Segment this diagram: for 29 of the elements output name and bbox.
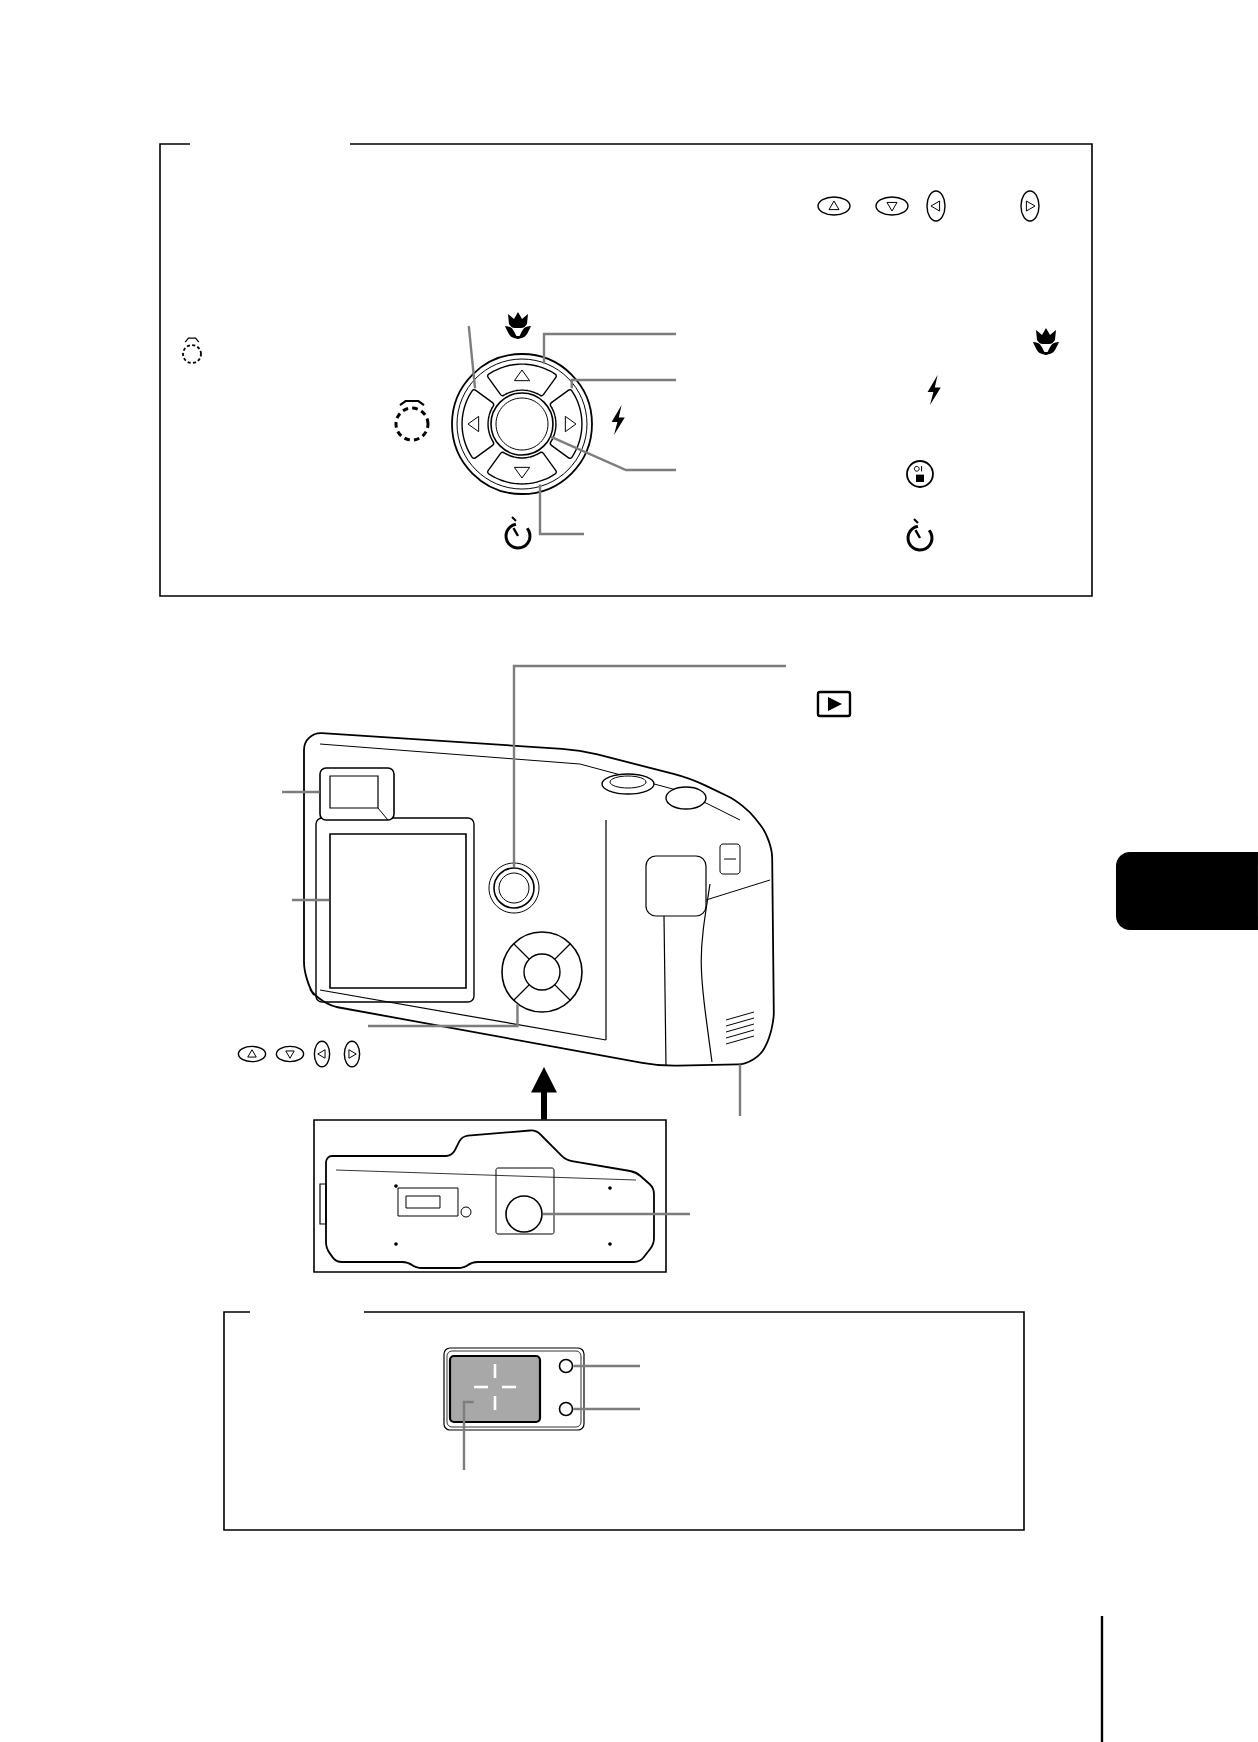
indicator-lamp [558,1401,574,1417]
leader-line [512,664,786,868]
leader-line [573,1364,640,1368]
leader-line [538,484,584,536]
leader-line [368,1004,519,1028]
viewfinder-closeup [443,1347,585,1431]
af-target-mark [474,1364,516,1410]
leader-line [282,790,320,794]
leader-line [462,1400,474,1470]
viewfinder [319,767,395,821]
arrow-button [487,363,557,397]
playback-button [488,862,540,914]
leader-line [573,1407,640,1411]
arrow-pad [501,931,583,1013]
leader-line [542,1212,690,1216]
arrow-button [461,389,495,459]
leader-line [570,378,676,389]
monitor-screen [329,833,467,989]
leader-line [542,332,676,364]
side-cover [700,883,755,1063]
arrow-button [549,389,583,459]
leader-line [467,325,477,389]
tripod-socket [505,1195,543,1233]
leader-line [738,1064,742,1116]
leader-line [292,898,330,902]
arrow-button [487,451,557,485]
indicator-lamp [558,1358,574,1374]
camera-bottom-view [313,1119,667,1273]
ok-button [490,392,554,456]
